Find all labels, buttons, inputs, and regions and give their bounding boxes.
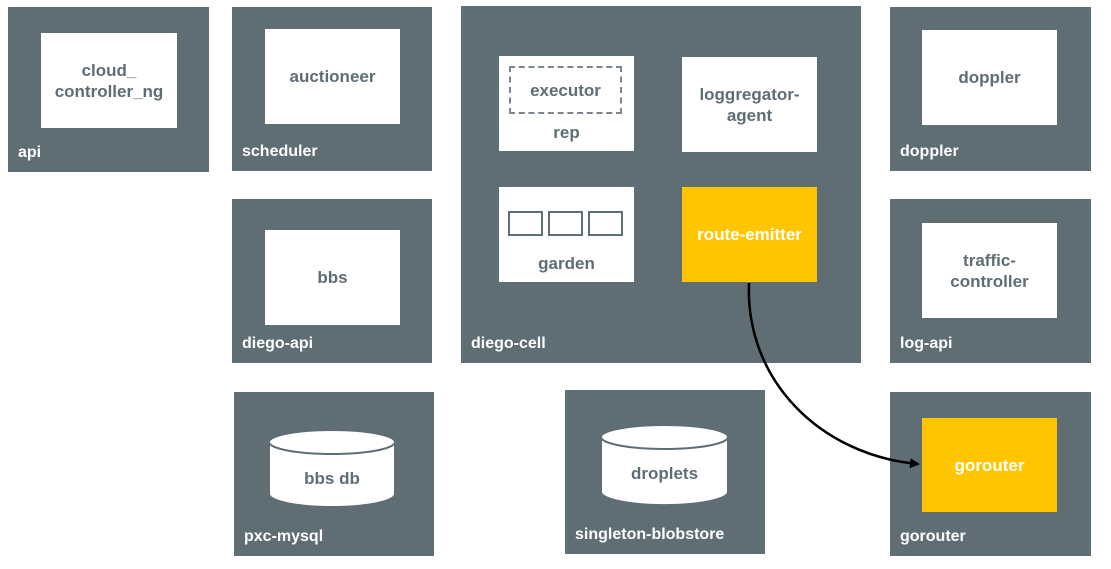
database-droplets: droplets xyxy=(599,423,730,508)
job-label: traffic- controller xyxy=(950,250,1029,291)
job-label: executor xyxy=(530,80,601,100)
vm-label: diego-api xyxy=(242,335,314,352)
job-traffic-controller: traffic- controller xyxy=(922,223,1057,318)
job-label: bbs db xyxy=(304,469,360,488)
database-cylinder-icon xyxy=(600,424,729,507)
vm-label: log-api xyxy=(900,335,953,352)
job-gorouter: gorouter xyxy=(922,418,1057,512)
database-bbs-db: bbs db xyxy=(267,428,397,510)
vm-label: diego-cell xyxy=(471,335,546,352)
job-doppler: doppler xyxy=(922,30,1057,125)
job-label: bbs xyxy=(317,268,348,287)
vm-diego-cell: executor rep loggregator- agent garden r… xyxy=(461,6,861,363)
vm-diego-api: bbs diego-api xyxy=(232,199,432,363)
vm-gorouter: gorouter gorouter xyxy=(890,392,1091,556)
database-cylinder-icon xyxy=(268,429,396,508)
vm-scheduler: auctioneer scheduler xyxy=(232,7,432,171)
arrow-path xyxy=(747,282,920,469)
vm-label: scheduler xyxy=(242,143,318,160)
job-label: droplets xyxy=(630,464,699,483)
job-label: route-emitter xyxy=(697,225,802,244)
vm-doppler: doppler doppler xyxy=(890,7,1091,171)
vm-label: gorouter xyxy=(900,528,966,545)
job-label: auctioneer xyxy=(289,67,376,86)
job-label: gorouter xyxy=(954,455,1025,475)
job-label: garden xyxy=(538,254,595,273)
job-label: doppler xyxy=(958,68,1021,87)
vm-api: cloud_ controller_ng api xyxy=(8,7,209,172)
job-cloud-controller-ng: cloud_ controller_ng xyxy=(41,33,177,128)
vm-pxc-mysql: bbs db pxc-mysql xyxy=(234,392,434,556)
job-executor: executor xyxy=(509,66,622,114)
job-label: loggregator- agent xyxy=(699,84,800,125)
container-box xyxy=(508,211,543,236)
vm-label: pxc-mysql xyxy=(244,528,324,545)
vm-label: doppler xyxy=(900,143,959,160)
vm-log-api: traffic- controller log-api xyxy=(890,199,1091,363)
container-box xyxy=(548,211,583,236)
job-auctioneer: auctioneer xyxy=(265,29,400,124)
vm-singleton-blobstore: droplets singleton-blobstore xyxy=(565,390,765,554)
job-label: rep xyxy=(553,123,580,142)
job-route-emitter: route-emitter xyxy=(682,187,817,282)
job-rep: executor rep xyxy=(499,56,634,151)
job-loggregator-agent: loggregator- agent xyxy=(682,57,817,152)
job-label: cloud_ controller_ng xyxy=(54,60,164,101)
vm-label: api xyxy=(18,144,42,161)
job-bbs: bbs xyxy=(265,230,400,325)
vm-label: singleton-blobstore xyxy=(575,526,725,543)
job-garden: garden xyxy=(499,187,634,282)
container-box xyxy=(588,211,623,236)
